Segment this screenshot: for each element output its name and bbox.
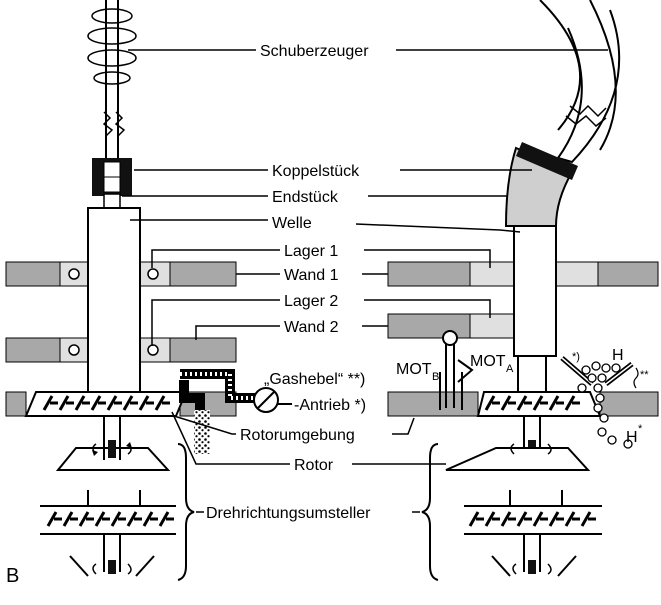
label-rotorumgebung: Rotorumgebung [240, 427, 355, 444]
mot-a-main: MOT [470, 353, 506, 370]
label-koppelstueck: Koppelstück [272, 163, 360, 180]
label-h-top: H [612, 347, 624, 364]
label-h-bottom-star: * [638, 423, 643, 435]
leader-lines [122, 49, 608, 513]
label-h-bottom: H [626, 429, 638, 446]
figure-letter: B [6, 565, 19, 587]
label-wand-1: Wand 1 [284, 267, 339, 284]
label-double-star: ** [640, 369, 649, 381]
left-screw-rod [87, 0, 137, 160]
brace-right [421, 443, 439, 581]
bearing-2-left [68, 344, 159, 356]
right-rotation-reverser [464, 490, 602, 577]
left-coupling [92, 158, 132, 196]
right-flex-hose [539, 0, 621, 164]
label-lager-2: Lager 2 [284, 293, 338, 310]
right-shaft [513, 225, 557, 393]
right-rotor [445, 391, 602, 471]
bearing-1-left [68, 268, 159, 280]
label-endstueck: Endstück [272, 189, 339, 206]
label-mot-b: MOT B [396, 361, 439, 383]
left-rotation-reverser [40, 490, 176, 577]
label-welle: Welle [272, 215, 312, 232]
label-wand-2: Wand 2 [284, 319, 339, 336]
mot-a-sub: A [506, 363, 514, 375]
mot-b-sub: B [432, 371, 439, 383]
label-lager-1: Lager 1 [284, 243, 338, 260]
bead-hopper [560, 356, 639, 449]
motor-switch [439, 330, 474, 410]
label-rotor: Rotor [294, 457, 334, 474]
label-gashebel: „Gashebel“ **) [264, 371, 365, 388]
label-drehrichtungsumsteller: Drehrichtungsumsteller [206, 505, 371, 522]
gas-lever-linkage [179, 369, 260, 454]
left-rotor [24, 391, 188, 471]
left-shaft [87, 207, 141, 393]
wall-1-right [387, 261, 659, 287]
wall-2-right [387, 313, 515, 339]
drive-motor-symbol [253, 387, 292, 413]
label-mot-a: MOT A [470, 353, 514, 375]
brace-left [177, 443, 195, 581]
label-antrieb: -Antrieb *) [294, 397, 366, 414]
mot-b-main: MOT [396, 361, 432, 378]
label-star-paren: *) [572, 351, 580, 363]
label-schuberzeuger: Schuberzeuger [260, 43, 369, 60]
